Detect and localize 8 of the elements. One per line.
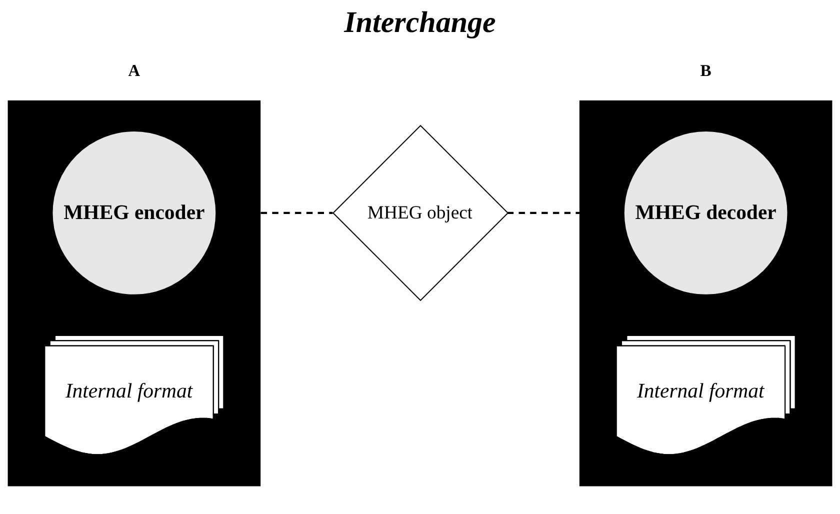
diagram-title: Interchange [342, 6, 497, 40]
node-label: A [128, 62, 140, 80]
cluster [579, 100, 832, 486]
node-diamond: MHEG object [332, 124, 509, 302]
node-circle: MHEG decoder [624, 132, 788, 294]
cluster [8, 100, 261, 486]
node-circle: MHEG encoder [52, 132, 216, 294]
node-label: B [700, 62, 712, 80]
